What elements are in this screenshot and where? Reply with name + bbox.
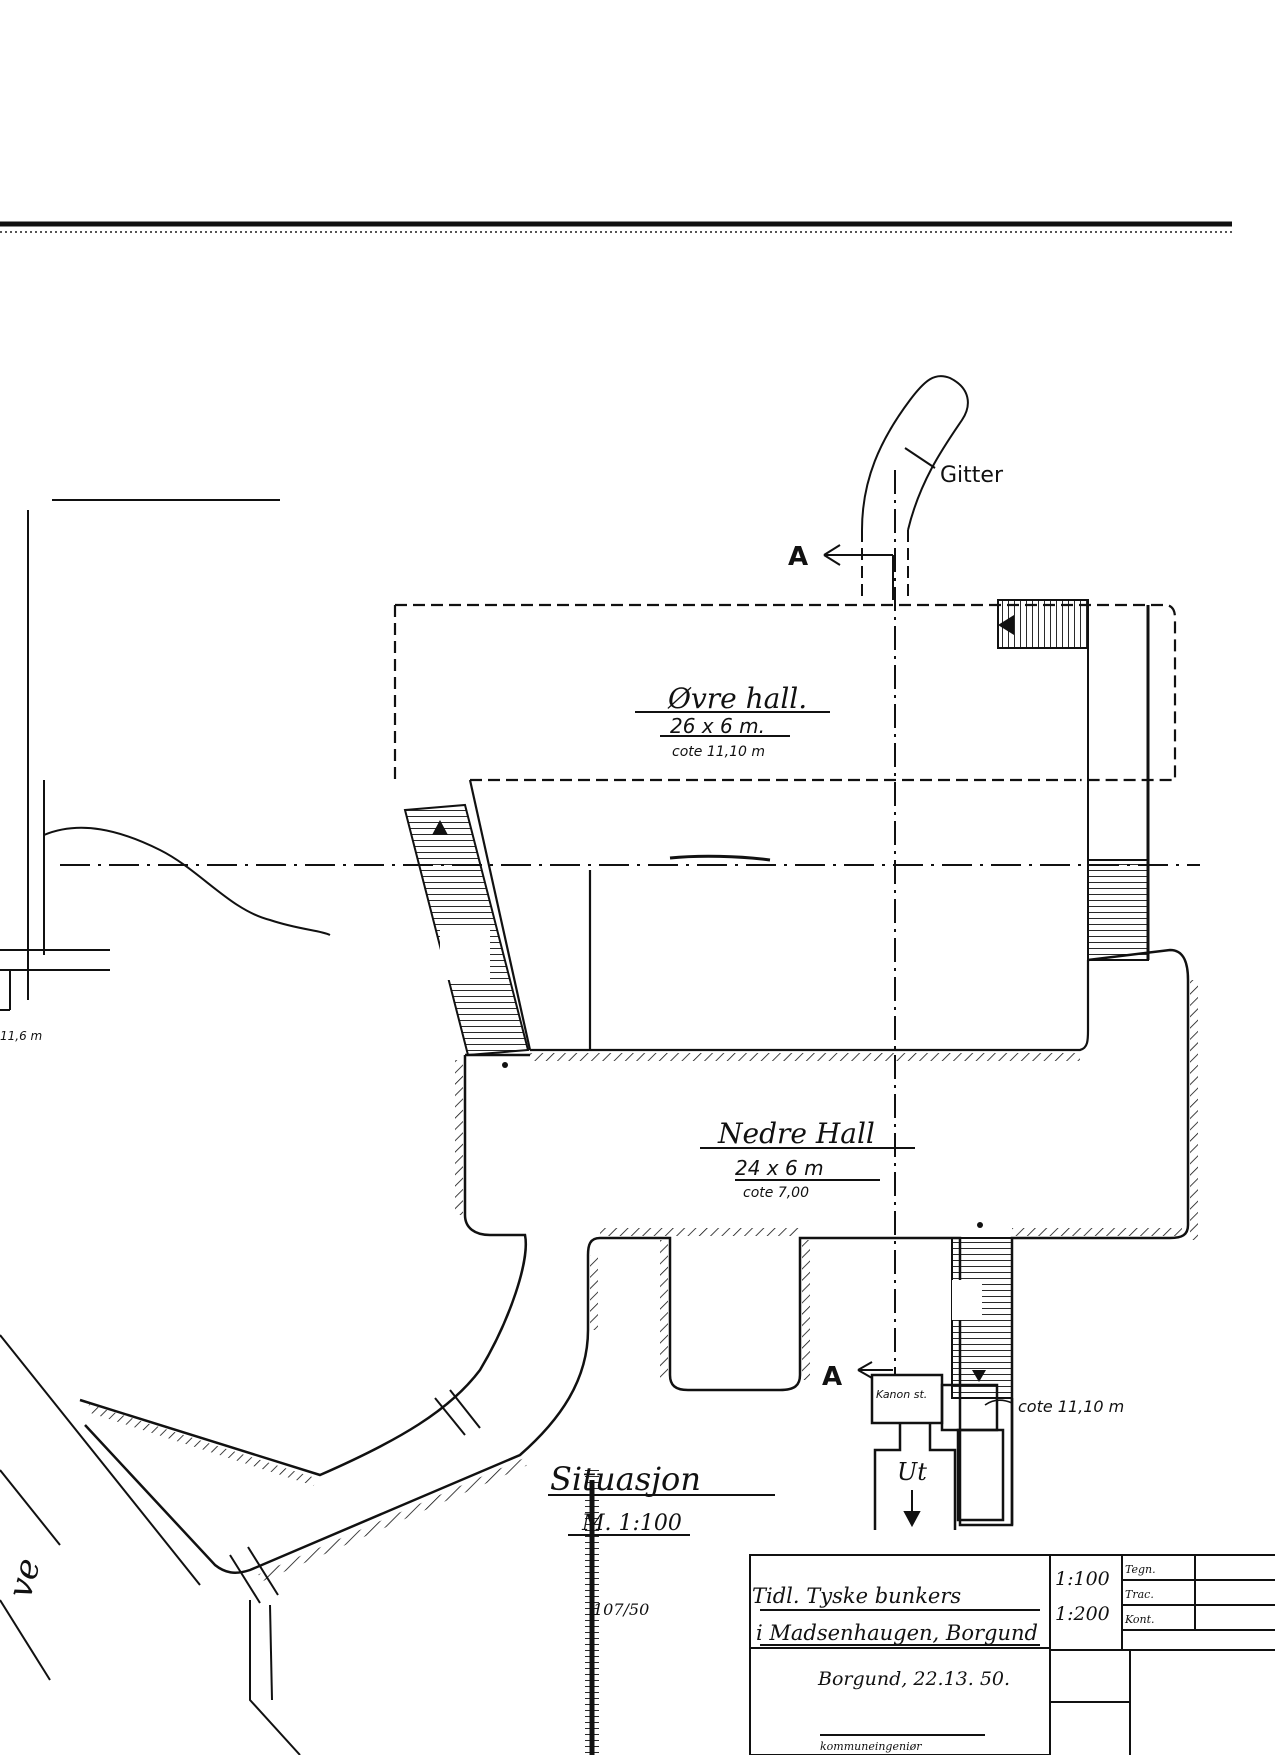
title-field-1: Tegn. <box>1125 1563 1156 1576</box>
upper-stair-right <box>997 599 1150 961</box>
section-line-a-a <box>823 470 896 1379</box>
title-line-2: i Madsenhaugen, Borgund <box>756 1621 1038 1645</box>
road-lines <box>0 1334 301 1755</box>
role-label: kommuneingeniør <box>820 1740 922 1753</box>
gun-position-label: Kanon st. <box>876 1388 927 1401</box>
stair-level-leader <box>984 1399 1013 1406</box>
lower-hall-size: 24 x 6 m <box>735 1156 824 1180</box>
scale-2: 1:200 <box>1055 1603 1110 1625</box>
lower-hall <box>79 948 1190 1574</box>
left-level-fragment: 11,6 m <box>0 1029 42 1043</box>
stamp-text: 107/50 <box>593 1600 649 1619</box>
upper-hall-level: cote 11,10 m <box>672 744 765 760</box>
lower-hall-level: cote 7,00 <box>743 1185 809 1201</box>
road-text-fragment: ve <box>0 1554 49 1602</box>
upper-hall-inner-wall <box>468 779 1090 1061</box>
stair-level-label: cote 11,10 m <box>1018 1397 1124 1416</box>
title-block <box>749 1554 1275 1755</box>
label-underlines <box>548 711 915 1536</box>
section-marker-bottom: A <box>822 1362 842 1392</box>
upper-hall-name: Øvre hall. <box>667 682 807 715</box>
ground-line <box>60 854 1200 866</box>
lower-hall-wall-hatch <box>86 980 1198 1582</box>
tunnel-crossbars <box>229 1389 481 1604</box>
gun-room <box>870 1373 1014 1530</box>
place-date: Borgund, 22.13. 50. <box>817 1668 1010 1690</box>
title-field-2: Trac. <box>1125 1588 1154 1601</box>
exit-label: Ut <box>897 1458 927 1486</box>
situation-marker-line <box>585 1470 599 1755</box>
exit-arrow <box>903 1490 921 1528</box>
sheet-border-top <box>0 221 1232 233</box>
gate-tunnel <box>861 375 969 600</box>
lower-hall-name: Nedre Hall <box>717 1117 875 1150</box>
left-building-outline <box>0 499 331 1011</box>
title-line-1: Tidl. Tyske bunkers <box>752 1584 961 1608</box>
upper-hall <box>393 603 1177 782</box>
upper-hall-size: 26 x 6 m. <box>670 714 765 738</box>
scale-1: 1:100 <box>1055 1568 1110 1590</box>
title-field-3: Kont. <box>1124 1613 1155 1626</box>
left-stair-ramp <box>403 803 530 1068</box>
situation-scale: M. 1:100 <box>581 1511 682 1536</box>
situation-title: Situasjon <box>550 1460 701 1498</box>
exit-stair <box>951 1222 1013 1399</box>
gate-label: Gitter <box>940 463 1004 488</box>
section-marker-top: A <box>788 542 808 572</box>
